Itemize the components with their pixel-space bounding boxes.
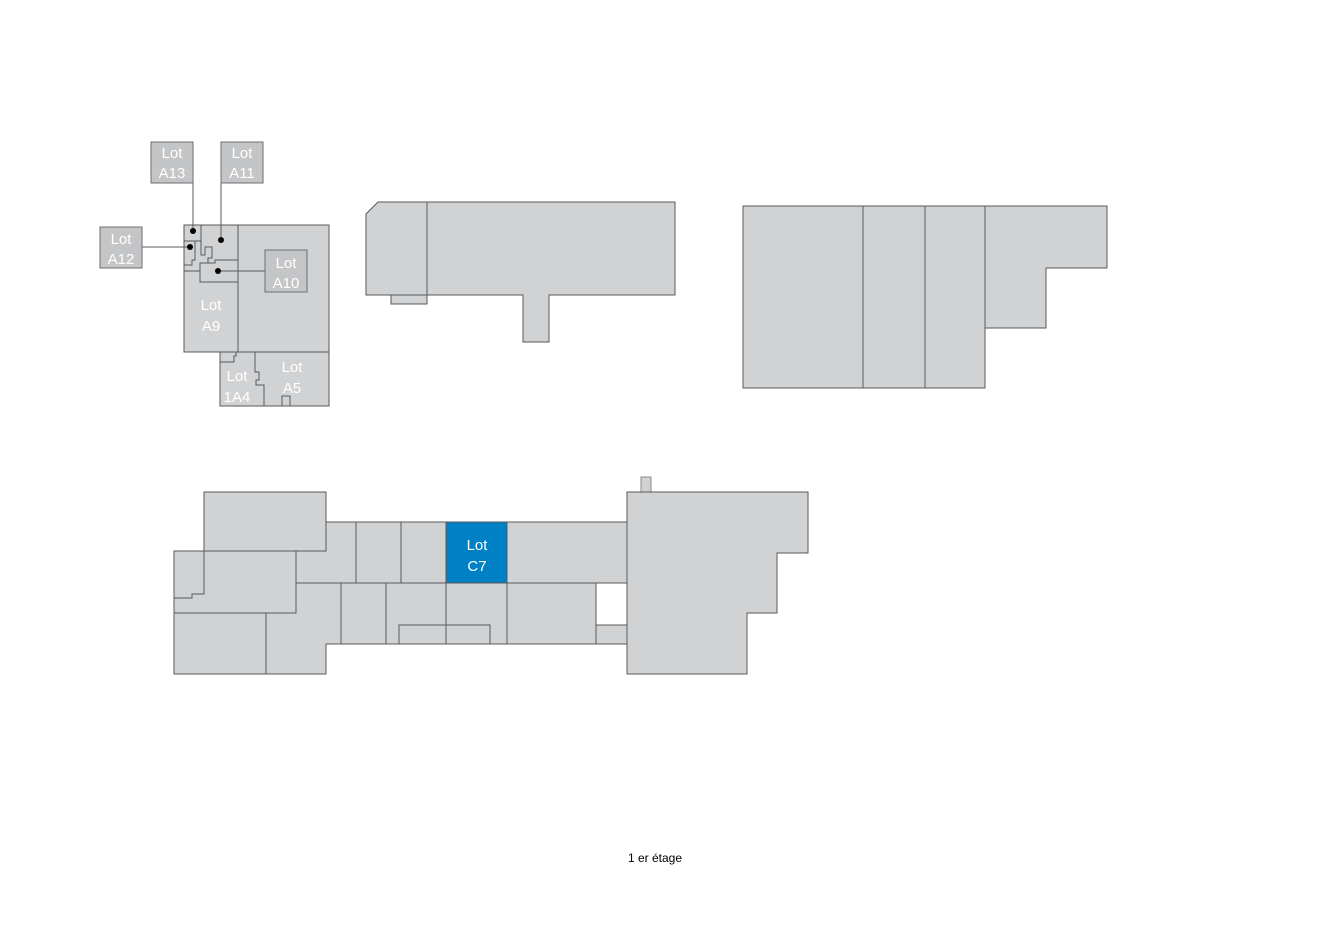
lot-a4-a5-divider <box>254 352 265 406</box>
lot-a12-label-line2: A12 <box>108 251 135 268</box>
lot-a10-marker-icon <box>215 268 221 274</box>
lot-a5-label-line2: A5 <box>283 380 301 397</box>
building-c-chimney <box>640 476 652 494</box>
lot-a11-label-line2: A11 <box>229 165 255 182</box>
c-line-13 <box>398 624 491 644</box>
lot-a10-callout[interactable] <box>264 249 308 293</box>
lot-a10-label-line2: A10 <box>273 275 300 292</box>
lot-a5-stair <box>281 395 291 407</box>
lot-a12-label-line1: Lot <box>111 231 133 248</box>
building-d <box>742 205 1108 389</box>
lot-a11-outline <box>200 241 238 264</box>
lot-a11-marker-icon <box>218 237 224 243</box>
lot-a4-label-line1: Lot <box>227 368 249 385</box>
lot-a13-marker-icon <box>190 228 196 234</box>
lot-a5-label-line1: Lot <box>282 359 304 376</box>
lot-c7-label-line1: Lot <box>467 537 489 554</box>
lot-a9-label-line1: Lot <box>201 297 223 314</box>
building-b <box>365 201 676 343</box>
lot-a12-outline <box>184 240 196 266</box>
building-c: Lot C7 <box>173 476 809 675</box>
lot-a12-callout[interactable] <box>99 226 143 269</box>
lot-a9-top <box>184 270 238 283</box>
c-line-4 <box>204 492 327 552</box>
lot-a11-label-line1: Lot <box>232 145 254 162</box>
lot-c7-selected[interactable] <box>445 521 508 584</box>
c-line-3 <box>174 551 205 599</box>
lot-a13-label-line1: Lot <box>162 145 184 162</box>
building-a: Lot A9 Lot 1A4 Lot A5 Lot A13 Lot A11 Lo… <box>99 141 330 407</box>
lot-c7-label-line2: C7 <box>467 558 486 575</box>
lot-a13-label-line2: A13 <box>159 165 186 182</box>
lot-a9-label-line2: A9 <box>202 318 220 335</box>
building-b-annex-outline <box>390 295 427 305</box>
lot-a4-label-line2: 1A4 <box>224 389 251 406</box>
building-a-lower <box>219 351 330 407</box>
floor-label: 1 er étage <box>627 851 683 865</box>
building-b-main <box>365 201 676 343</box>
lot-a11-callout[interactable] <box>220 141 264 184</box>
building-c-small-unit <box>595 624 628 645</box>
building-c-courtyard <box>595 582 628 626</box>
lot-a9-notch <box>199 262 208 271</box>
lot-a12-marker-icon <box>187 244 193 250</box>
lot-a4-notch <box>220 352 237 363</box>
lot-a13-callout[interactable] <box>150 141 194 184</box>
lot-a10-label-line1: Lot <box>276 255 298 272</box>
